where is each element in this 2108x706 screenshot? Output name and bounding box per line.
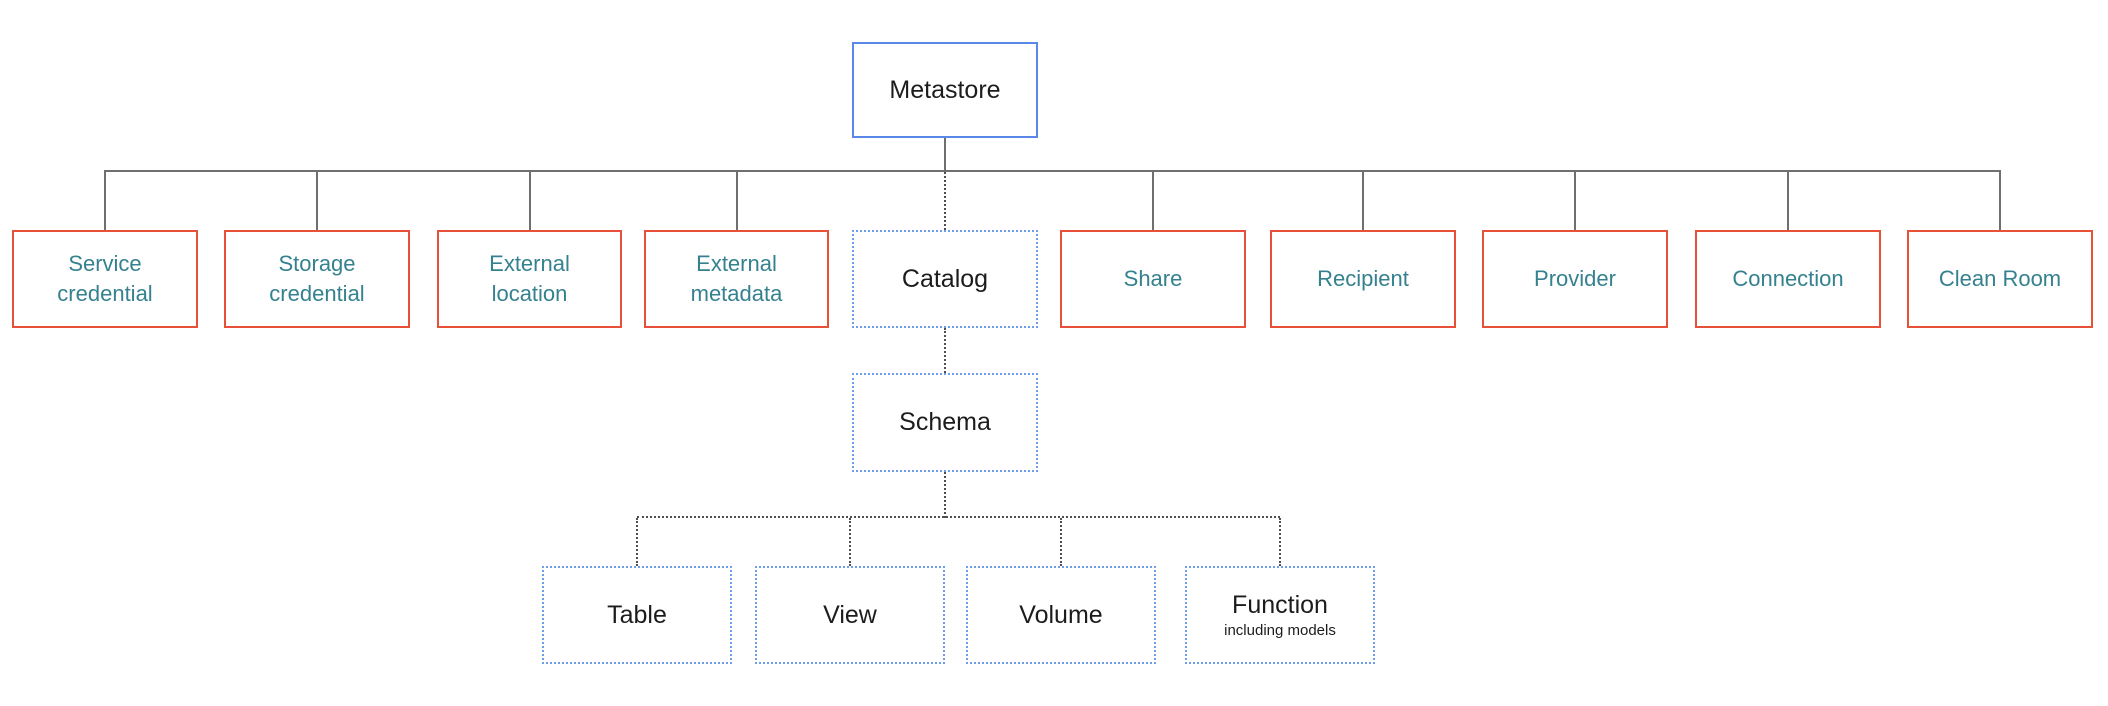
connector-catalog xyxy=(944,172,946,230)
connector-schema-bus xyxy=(637,516,1280,518)
node-external-metadata-label: External metadata xyxy=(690,251,783,306)
node-recipient-label: Recipient xyxy=(1317,266,1409,292)
node-provider: Provider xyxy=(1482,230,1668,328)
node-catalog: Catalog xyxy=(852,230,1038,328)
connector-metastore-trunk xyxy=(944,138,946,172)
node-volume-label: Volume xyxy=(1019,600,1103,629)
node-service-credential-label: Service credential xyxy=(57,251,153,306)
node-share: Share xyxy=(1060,230,1246,328)
node-function: Function including models xyxy=(1185,566,1375,664)
connector-schema-trunk xyxy=(944,472,946,518)
node-connection: Connection xyxy=(1695,230,1881,328)
node-metastore-label: Metastore xyxy=(889,75,1001,104)
connector-share xyxy=(1152,170,1154,230)
connector-recipient xyxy=(1362,170,1364,230)
node-table: Table xyxy=(542,566,732,664)
node-clean-room-label: Clean Room xyxy=(1938,266,2062,292)
connector-storage-credential xyxy=(316,170,318,230)
node-connection-label: Connection xyxy=(1732,266,1844,292)
connector-volume xyxy=(1060,518,1062,566)
node-external-location: External location xyxy=(437,230,622,328)
node-catalog-label: Catalog xyxy=(901,264,989,293)
node-external-location-label: External location xyxy=(489,251,570,306)
node-view: View xyxy=(755,566,945,664)
connector-function xyxy=(1279,518,1281,566)
connector-clean-room xyxy=(1999,170,2001,230)
node-storage-credential: Storage credential xyxy=(224,230,410,328)
node-function-sublabel: including models xyxy=(1224,622,1336,639)
node-share-label: Share xyxy=(1123,266,1183,292)
node-provider-label: Provider xyxy=(1534,266,1616,292)
connector-connection xyxy=(1787,170,1789,230)
node-function-label: Function xyxy=(1232,591,1328,619)
connector-service-credential xyxy=(104,170,106,230)
node-view-label: View xyxy=(823,600,877,629)
node-schema-label: Schema xyxy=(899,408,991,436)
connector-catalog-schema xyxy=(944,328,946,373)
node-storage-credential-label: Storage credential xyxy=(269,251,365,306)
node-metastore: Metastore xyxy=(852,42,1038,138)
connector-table xyxy=(636,518,638,566)
connector-external-location xyxy=(529,170,531,230)
connector-provider xyxy=(1574,170,1576,230)
connector-external-metadata xyxy=(736,170,738,230)
connector-view xyxy=(849,518,851,566)
node-service-credential: Service credential xyxy=(12,230,198,328)
node-table-label: Table xyxy=(607,600,667,629)
node-recipient: Recipient xyxy=(1270,230,1456,328)
node-volume: Volume xyxy=(966,566,1156,664)
node-external-metadata: External metadata xyxy=(644,230,829,328)
node-clean-room: Clean Room xyxy=(1907,230,2093,328)
connector-level1-bus xyxy=(105,170,2001,172)
node-schema: Schema xyxy=(852,373,1038,472)
